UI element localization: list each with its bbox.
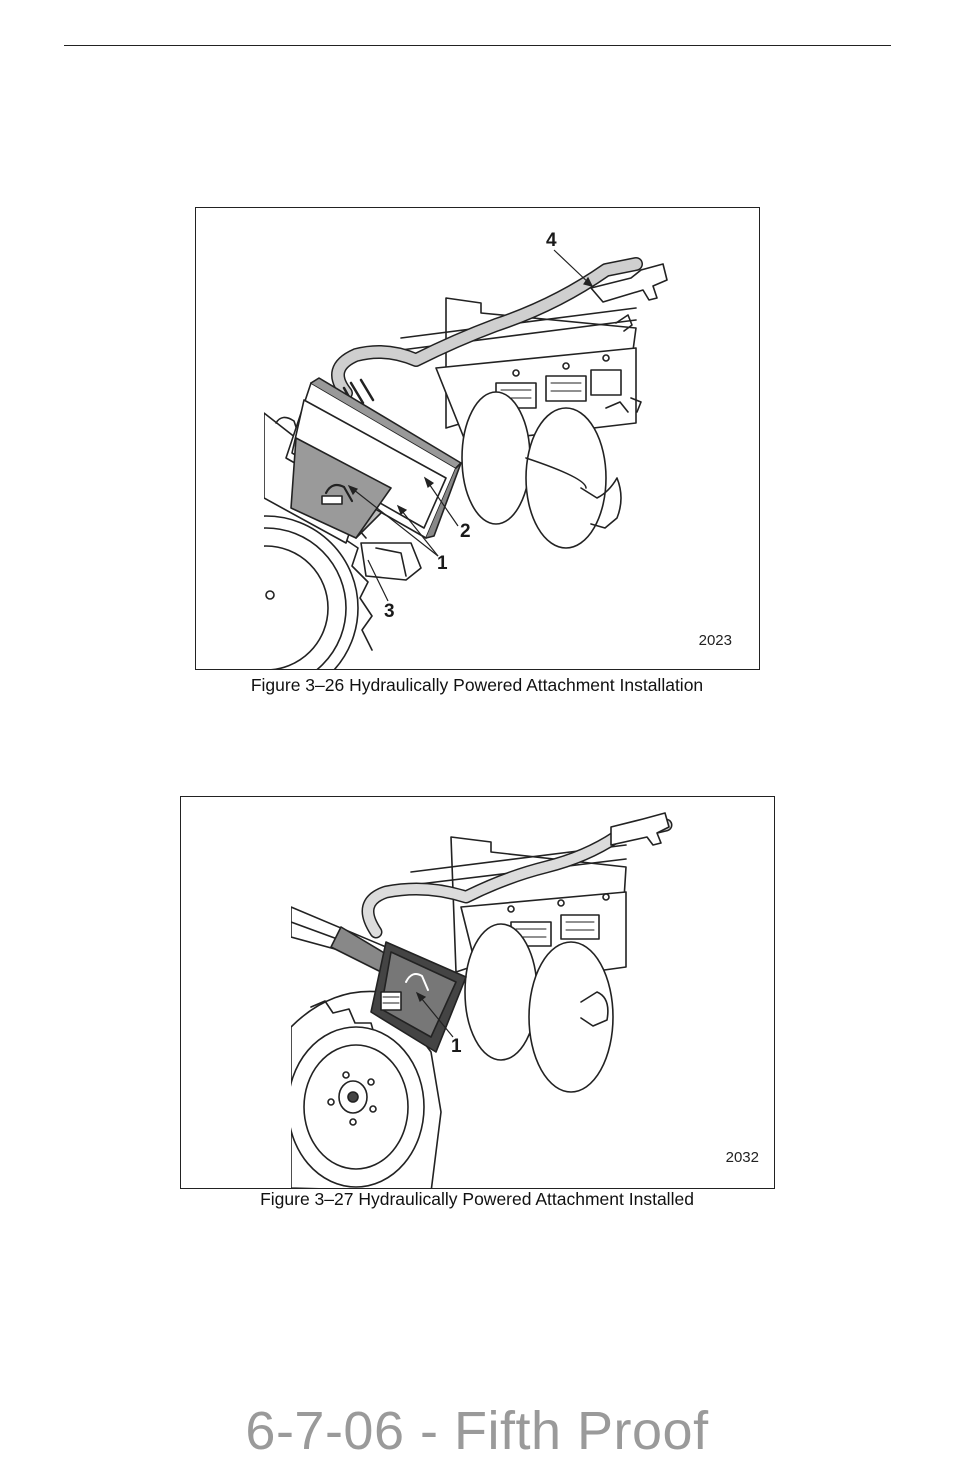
hydraulic-hose: [361, 812, 673, 939]
proof-watermark: 6-7-06 - Fifth Proof: [245, 1401, 709, 1461]
tractor-receiver: [290, 437, 392, 539]
figure-3-26-frame: 4 2 1 3 2023: [195, 207, 760, 670]
hydraulic-hose: [331, 257, 668, 408]
auger: [461, 391, 622, 549]
figure-3-26-caption: Figure 3–26 Hydraulically Powered Attach…: [250, 675, 704, 695]
attachment-mounting-plate: [285, 377, 462, 539]
tractor-wheel: [291, 990, 442, 1188]
figure-3-27-caption: Figure 3–27 Hydraulically Powered Attach…: [260, 1189, 694, 1209]
callout-1: 1: [437, 553, 448, 574]
callout-4: 4: [546, 230, 557, 251]
figure-id-label: 2032: [725, 1149, 759, 1166]
callout-3: 3: [384, 601, 395, 622]
auger: [464, 923, 614, 1093]
figure-3-27-frame: 1 2032: [180, 796, 775, 1189]
figure-id-label: 2023: [698, 632, 732, 649]
header-rule: [64, 45, 891, 46]
attachment-installation-illustration: [264, 249, 668, 669]
callout-2: 2: [460, 521, 471, 542]
attachment-installed-illustration: [291, 812, 673, 1188]
callout-1: 1: [451, 1036, 462, 1057]
